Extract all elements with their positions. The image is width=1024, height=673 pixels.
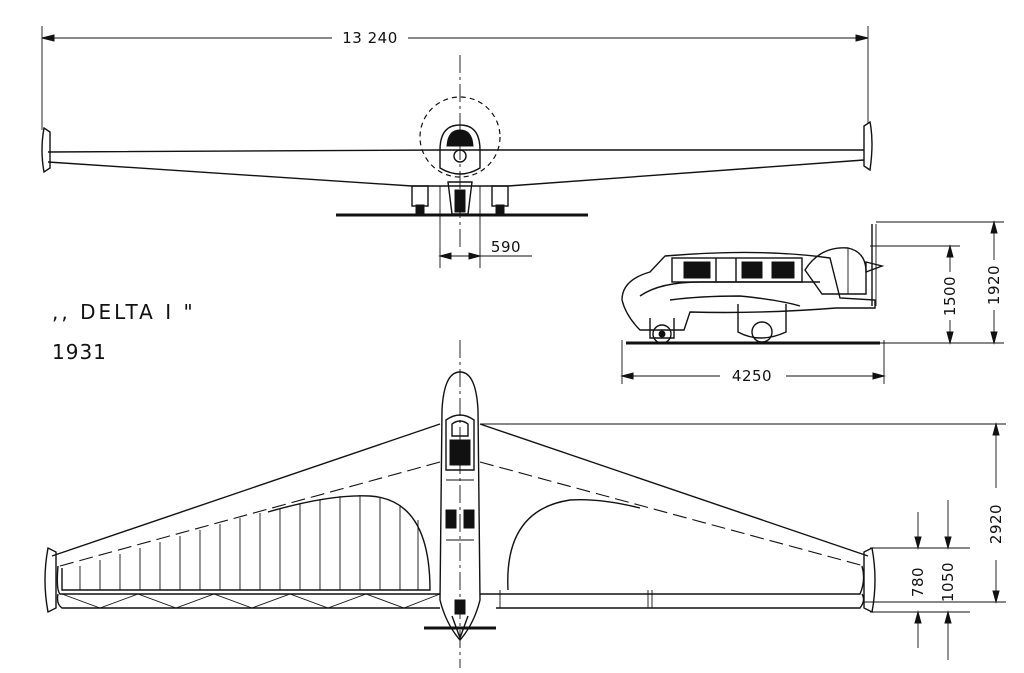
track-dimension-label: 590 — [491, 238, 521, 256]
span-dimension-label: 13 240 — [342, 29, 398, 47]
aircraft-year: 1931 — [52, 340, 107, 364]
fuselage-height-label: 1500 — [941, 276, 959, 316]
depth-dimension-label: 2920 — [987, 504, 1005, 544]
tip-chord-780-label: 780 — [909, 567, 927, 597]
length-dimension-label: 4250 — [732, 367, 772, 385]
front-view: 13 240 590 — [41, 26, 873, 268]
total-height-label: 1920 — [985, 265, 1003, 305]
aircraft-name: ,, DELTA I " — [52, 300, 196, 324]
top-view: 2920 780 1050 — [44, 340, 1006, 668]
tip-chord-1050-label: 1050 — [939, 562, 957, 602]
side-view: 4250 1500 1920 — [620, 220, 1004, 385]
